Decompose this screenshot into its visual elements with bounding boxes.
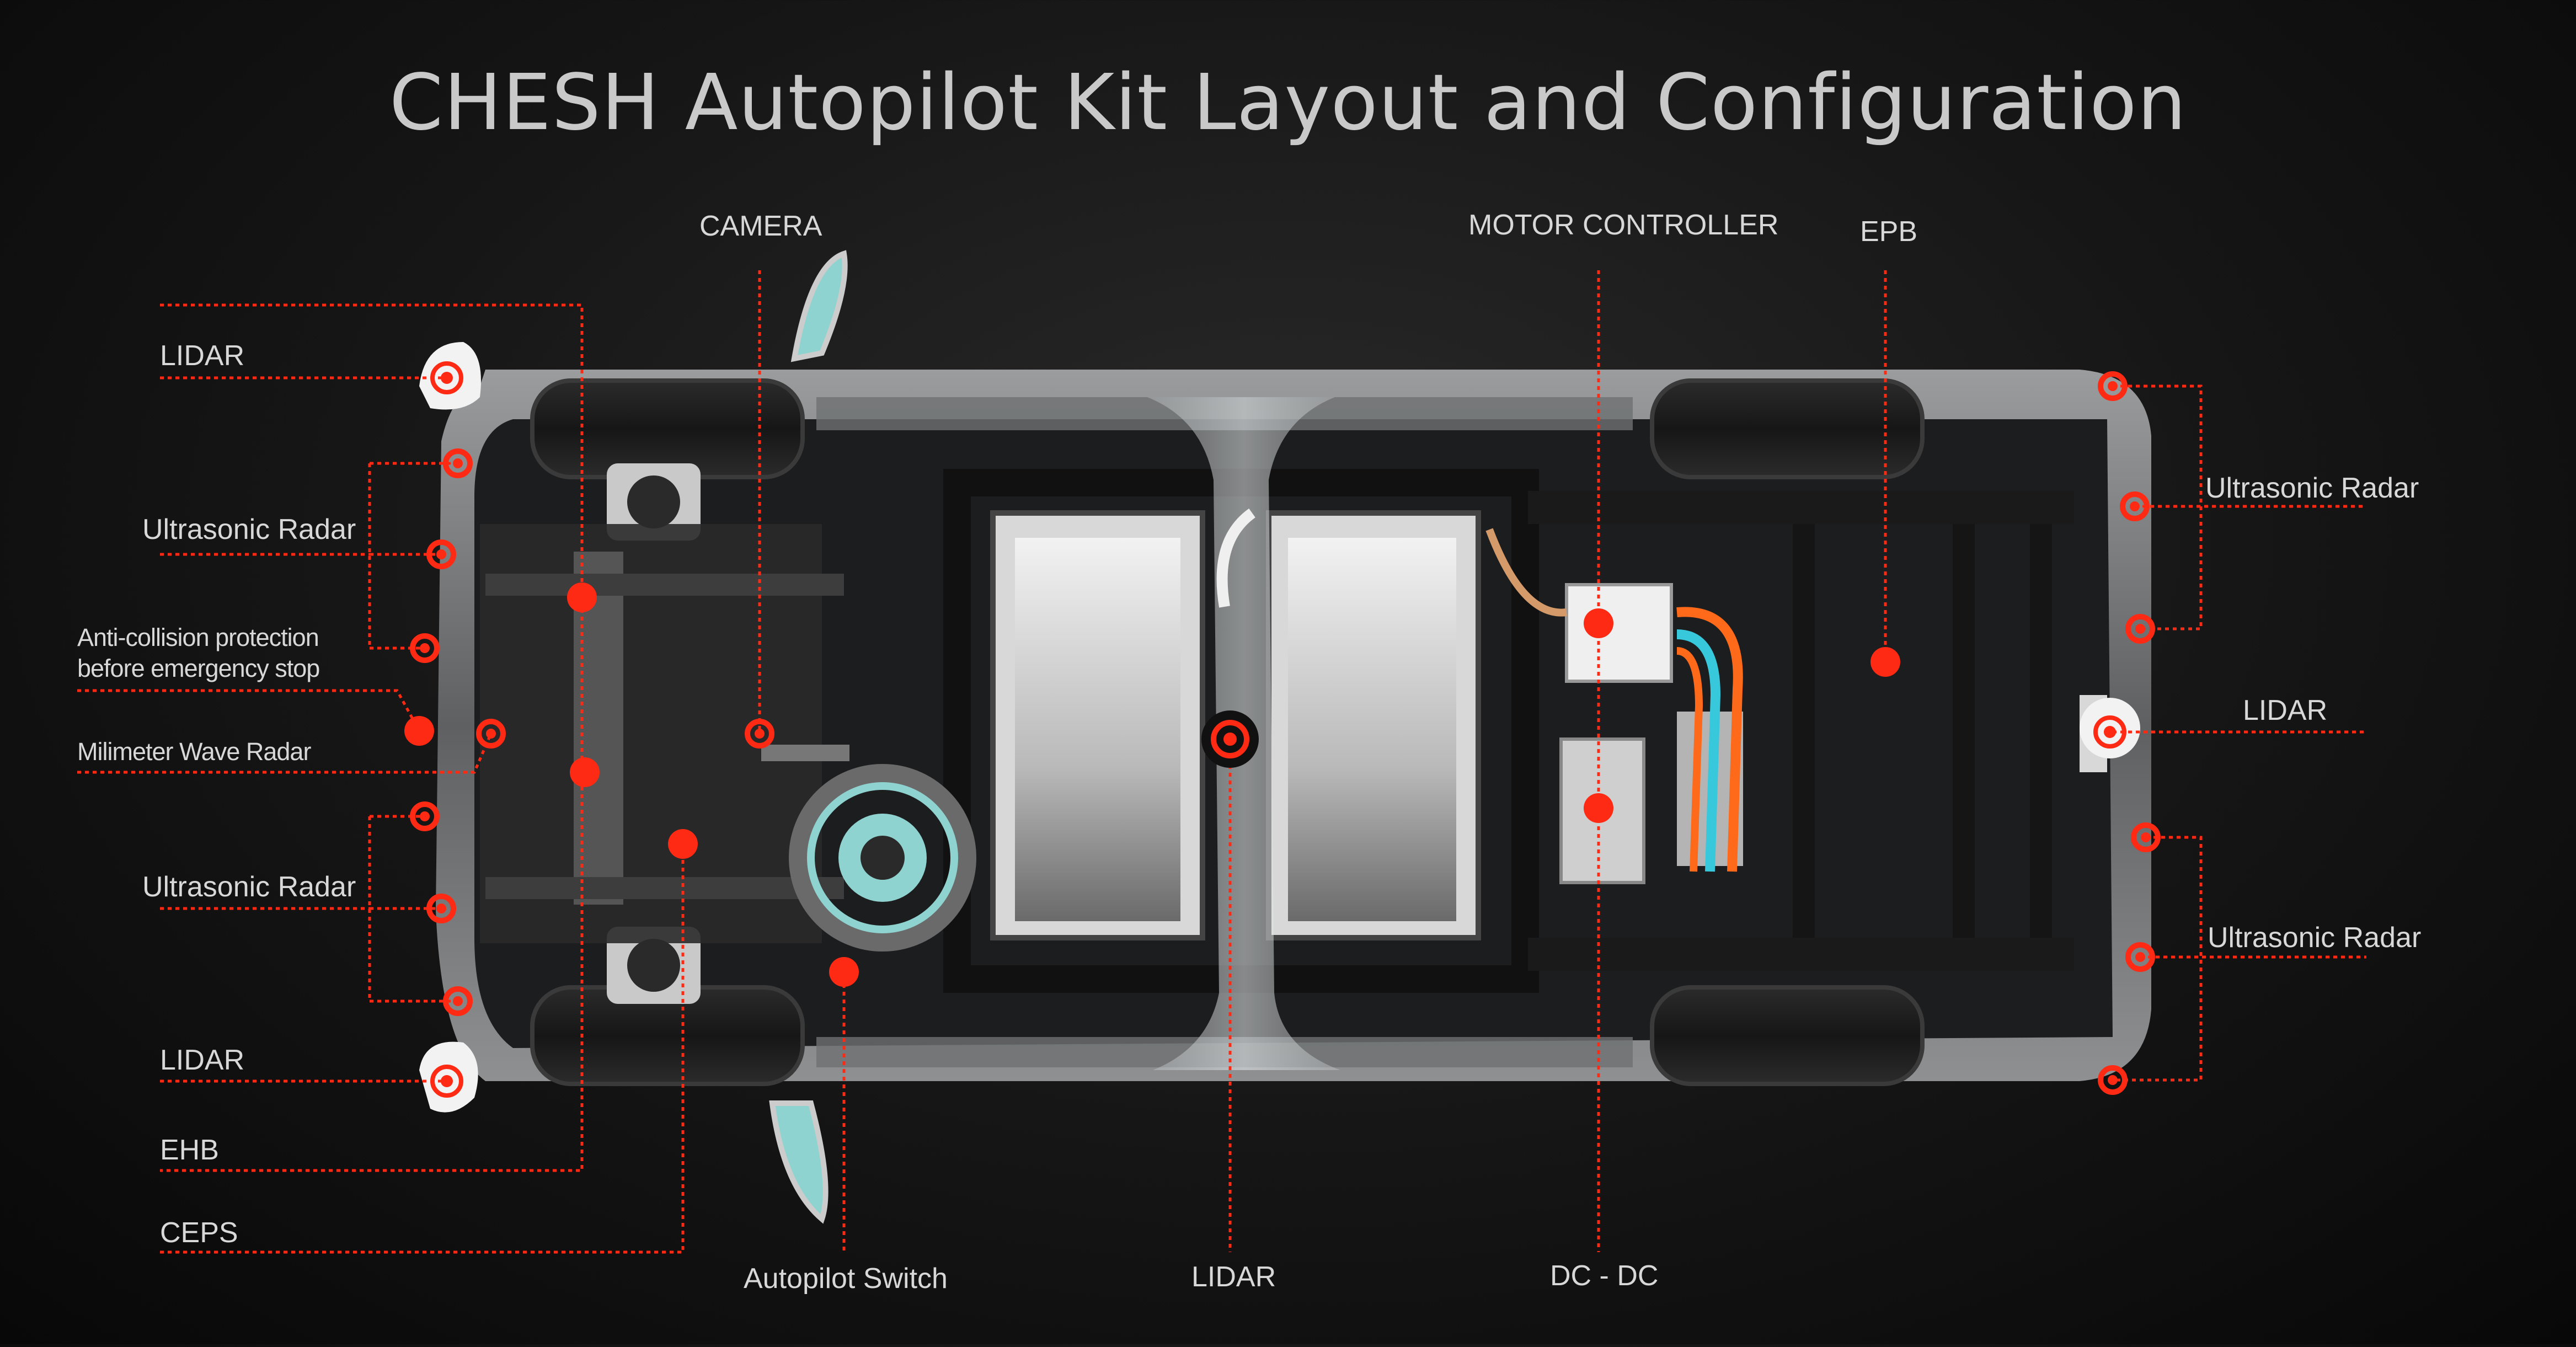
leader-lines (77, 270, 2366, 1254)
motor-controller-box (1565, 583, 1673, 683)
steering-wheel (789, 764, 976, 952)
ehb-marker-top (567, 582, 597, 612)
ultrasonic-front-2-marker (426, 539, 456, 569)
ultrasonic-front-3-marker (410, 633, 440, 663)
lidar-center-marker (1201, 710, 1259, 768)
wheel-front-top (530, 378, 805, 479)
page-title: CHESH Autopilot Kit Layout and Configura… (389, 58, 2187, 148)
lidar-front-top-marker (430, 361, 463, 394)
ultrasonic-front-5-marker (426, 894, 456, 923)
label-mmwave: Milimeter Wave Radar (77, 737, 311, 766)
label-ultrasonic-rear-lower: Ultrasonic Radar (2208, 922, 2422, 954)
label-motor-controller: MOTOR CONTROLLER (1468, 209, 1779, 241)
label-lidar-front-top: LIDAR (160, 340, 245, 372)
mirror-top (790, 250, 848, 362)
ultrasonic-rear-4-marker (2131, 822, 2161, 852)
leader-ehb (160, 303, 584, 1172)
ultrasonic-rear-1-marker (2098, 371, 2128, 401)
label-ehb: EHB (160, 1134, 219, 1166)
label-camera: CAMERA (699, 210, 822, 242)
wheels (530, 378, 1925, 1086)
camera-marker (745, 719, 774, 749)
anti-collision-marker (404, 716, 434, 746)
ultrasonic-rear-5-marker (2125, 942, 2155, 972)
lidar-rear-marker (2093, 715, 2126, 749)
leader-ultrasonic-front-upper (160, 462, 458, 650)
label-lidar-front-bottom: LIDAR (160, 1044, 245, 1076)
front-mechanics (480, 463, 849, 1004)
label-ultrasonic-front-lower: Ultrasonic Radar (142, 871, 356, 903)
autopilot-switch-marker (829, 957, 859, 987)
battery-packs (990, 510, 1481, 940)
leader-ultrasonic-rear-lower (2113, 836, 2366, 1082)
leader-anti-collision (77, 689, 421, 732)
label-dcdc: DC - DC (1550, 1260, 1659, 1292)
mmwave-marker (476, 719, 506, 749)
lidar-front-bottom-marker (430, 1065, 463, 1098)
label-ultrasonic-rear-upper: Ultrasonic Radar (2205, 472, 2419, 504)
label-ultrasonic-front-upper: Ultrasonic Radar (142, 514, 356, 546)
motor-controller-marker (1584, 608, 1613, 638)
label-anti-collision: Anti-collision protection before emergen… (77, 623, 320, 682)
ehb-marker-bottom (570, 757, 600, 787)
ultrasonic-rear-2-marker (2120, 491, 2150, 521)
wheel-rear-top (1650, 378, 1925, 479)
rear-electronics (1216, 508, 1743, 884)
epb-marker (1870, 647, 1900, 677)
label-autopilot-switch: Autopilot Switch (744, 1263, 948, 1295)
ceps-marker (668, 829, 698, 859)
ultrasonic-rear-3-marker (2125, 614, 2155, 644)
label-lidar-center: LIDAR (1191, 1261, 1276, 1293)
wheel-rear-bottom (1650, 985, 1925, 1086)
dcdc-marker (1584, 793, 1613, 823)
ultrasonic-front-1-marker (443, 448, 473, 478)
label-lidar-rear: LIDAR (2243, 694, 2328, 726)
label-ceps: CEPS (160, 1217, 238, 1249)
markers (404, 361, 2161, 1098)
ultrasonic-rear-6-marker (2098, 1065, 2128, 1095)
leader-ultrasonic-rear-upper (2113, 384, 2366, 630)
mirror-bottom (769, 1100, 829, 1224)
leader-ultrasonic-front-lower (160, 815, 458, 1003)
ultrasonic-front-4-marker (410, 801, 440, 831)
label-epb: EPB (1860, 216, 1918, 248)
ultrasonic-front-6-marker (443, 986, 473, 1016)
